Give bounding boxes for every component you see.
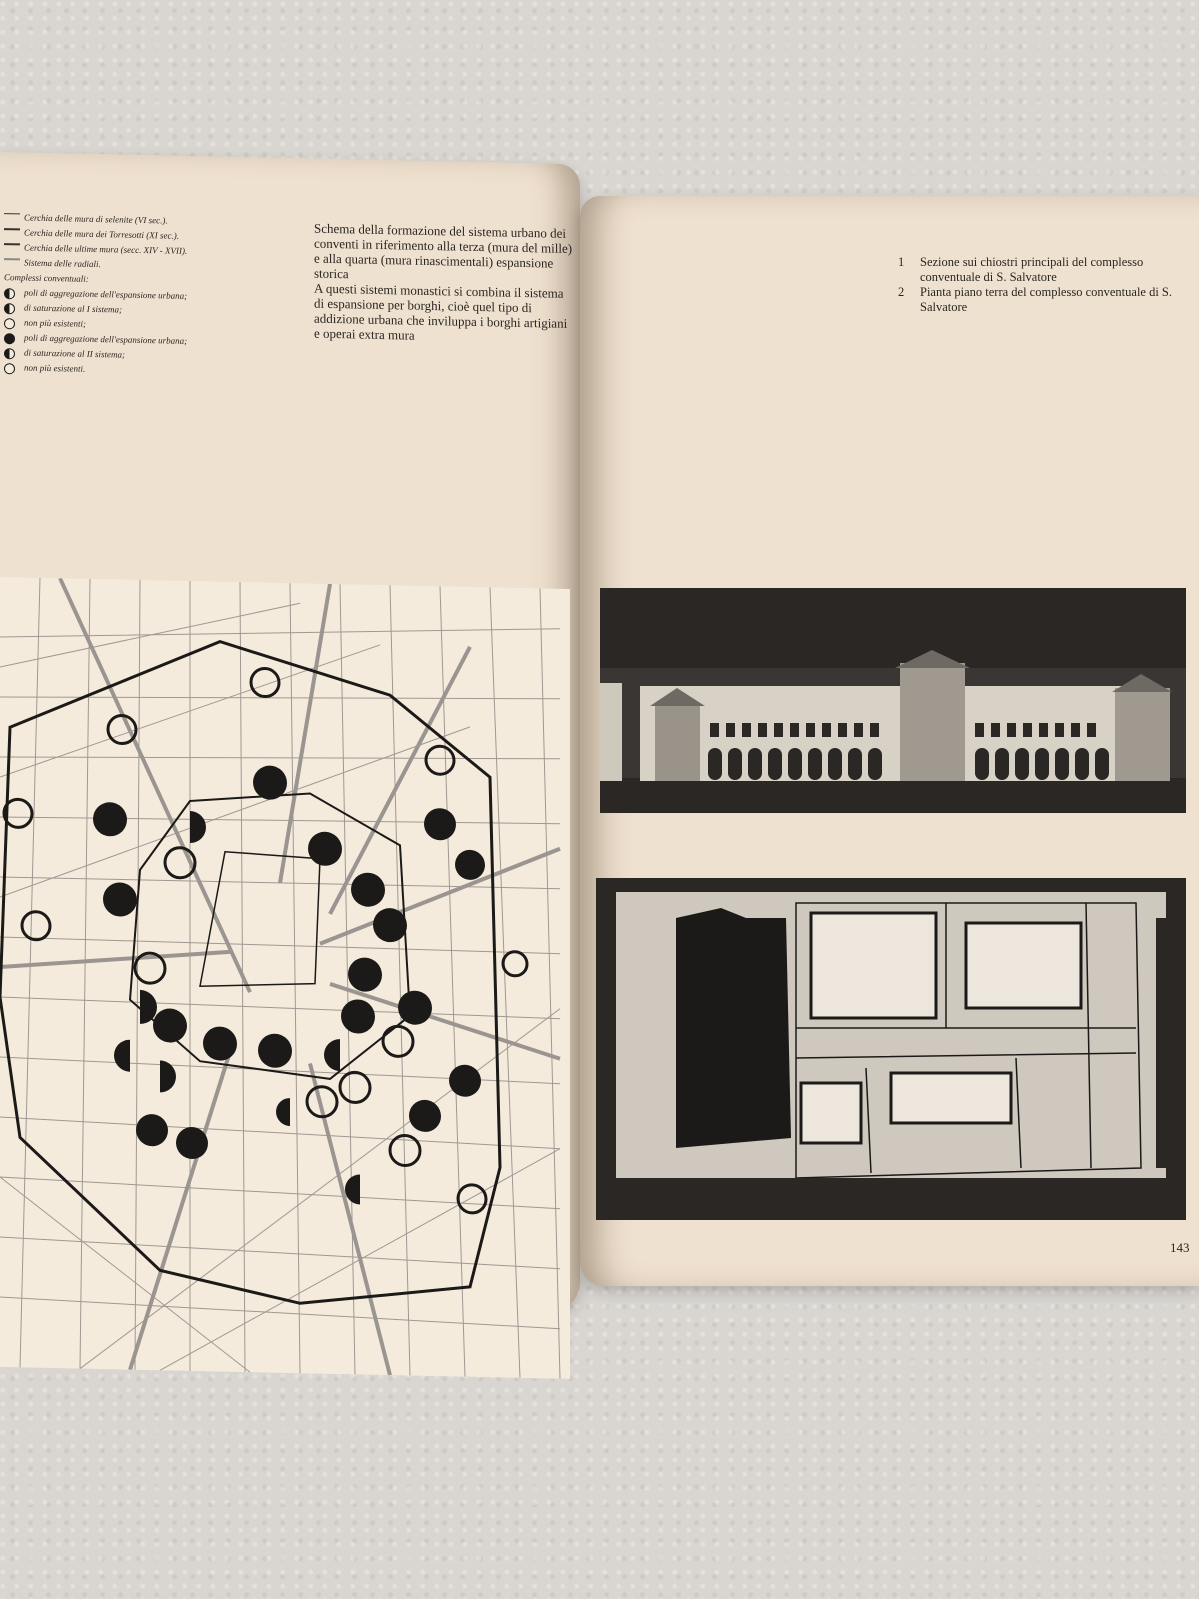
radials: [0, 577, 561, 1376]
wall-selenite: [199, 850, 321, 987]
bell-tower: [650, 688, 705, 783]
legend-walls-6th: Cerchia delle mura di selenite (VI sec.)…: [0, 212, 190, 226]
thick-line-icon: [4, 228, 20, 231]
legend-walls-11th: Cerchia delle mura dei Torresotti (XI se…: [0, 227, 190, 241]
legend-radials: Sistema delle radiali.: [0, 257, 190, 271]
convent-markers: [2, 667, 529, 1215]
grey-line-icon: [4, 258, 20, 261]
legend-s2-gone: non più esistenti.: [0, 362, 190, 376]
legend-s1-gone: non più esistenti;: [0, 317, 190, 331]
legend-s2-poles: poli di aggregazione dell'espansione urb…: [0, 332, 190, 346]
map-caption: Schema della formazione del sistema urba…: [314, 220, 573, 343]
wall-last: [0, 640, 502, 1305]
legend-complexes-heading: Complessi conventuali:: [4, 272, 89, 284]
left-page: Cerchia delle mura di selenite (VI sec.)…: [0, 152, 580, 1379]
church-mass: [676, 908, 791, 1148]
plan-cloisters: [799, 911, 1083, 1145]
filled-circle-icon: [4, 333, 15, 345]
arcade-lower: [708, 748, 1109, 780]
open-circle-icon: [4, 363, 15, 375]
legend-walls-last: Cerchia delle ultime mura (secc. XIV - X…: [0, 242, 190, 256]
plan-walls: [795, 902, 1142, 1179]
right-block: [1112, 674, 1172, 783]
half-filled-circle-icon: [4, 303, 15, 315]
cloister-section-drawing: [600, 588, 1186, 813]
legend-s1-saturation: di saturazione al I sistema;: [0, 302, 190, 316]
convent-system-map: [0, 577, 570, 1379]
half-filled-circle-icon: [4, 288, 15, 300]
thin-line-icon: [4, 213, 20, 215]
central-block: [895, 650, 970, 783]
half-filled-circle-icon: [4, 348, 15, 360]
page-number: 143: [1170, 1240, 1190, 1255]
open-circle-icon: [4, 318, 15, 330]
legend-s2-saturation: di saturazione al II sistema;: [0, 347, 190, 361]
map-legend: Cerchia delle mura di selenite (VI sec.)…: [0, 212, 190, 381]
arcade-upper: [710, 723, 1096, 737]
legend-s1-poles: poli di aggregazione dell'espansione urb…: [0, 287, 190, 301]
ground-floor-plan-drawing: [596, 878, 1186, 1220]
thick-line-icon: [4, 243, 20, 246]
wall-torresotti: [128, 792, 412, 1080]
